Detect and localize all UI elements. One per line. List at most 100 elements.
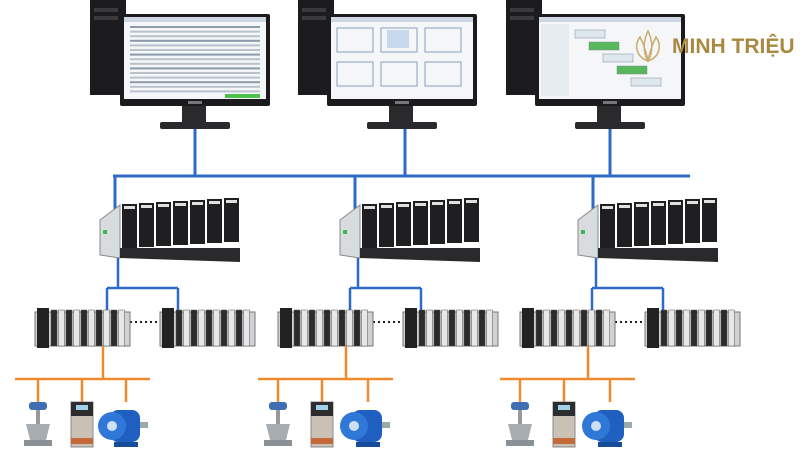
logic-block bbox=[574, 29, 606, 39]
motor-feet bbox=[114, 442, 138, 447]
process-block bbox=[380, 61, 418, 87]
controller-module bbox=[617, 203, 632, 247]
valve-flange bbox=[264, 440, 292, 446]
vfd-stripe bbox=[71, 438, 93, 444]
io-module-rack bbox=[159, 308, 256, 348]
io-terminal bbox=[243, 309, 250, 347]
fieldbus bbox=[500, 346, 635, 402]
controller-rack bbox=[339, 198, 480, 262]
io-terminal bbox=[228, 309, 235, 347]
io-terminal bbox=[580, 309, 588, 347]
screen-titlebar bbox=[124, 17, 266, 22]
brand-logo: MINH TRIỆU bbox=[628, 27, 795, 67]
controller-module bbox=[702, 198, 717, 242]
monitor-stand bbox=[182, 104, 206, 124]
io-terminal bbox=[471, 309, 478, 347]
table-row bbox=[130, 26, 260, 28]
module-label bbox=[175, 203, 186, 206]
drive-bay bbox=[510, 8, 534, 12]
motor-hub bbox=[107, 421, 117, 431]
variable-frequency-drive bbox=[70, 401, 94, 448]
controller-module bbox=[651, 201, 666, 245]
io-terminal bbox=[418, 309, 426, 347]
valve-flange bbox=[506, 440, 534, 446]
control-valve bbox=[24, 402, 52, 446]
status-led-icon bbox=[343, 230, 347, 234]
controller-module bbox=[430, 200, 445, 244]
io-terminal bbox=[293, 309, 301, 347]
io-terminal bbox=[80, 309, 88, 347]
lotus-logo-icon bbox=[635, 29, 661, 63]
module-label bbox=[209, 201, 220, 204]
io-network bbox=[348, 258, 423, 312]
drive-bay bbox=[94, 16, 118, 20]
fieldbus bbox=[258, 346, 393, 402]
vfd-stripe bbox=[553, 438, 575, 444]
io-terminal bbox=[683, 309, 690, 347]
io-terminal bbox=[220, 309, 228, 347]
drive-bay bbox=[302, 16, 326, 20]
io-terminal bbox=[301, 309, 308, 347]
io-terminal bbox=[361, 309, 368, 347]
io-terminal bbox=[50, 309, 58, 347]
io-network bbox=[590, 258, 665, 312]
variable-frequency-drive bbox=[552, 401, 576, 448]
io-head-module bbox=[162, 308, 174, 348]
controller-module bbox=[413, 201, 428, 245]
io-terminal bbox=[565, 309, 573, 347]
process-block bbox=[424, 61, 462, 87]
io-terminal bbox=[588, 309, 595, 347]
io-terminal bbox=[426, 309, 433, 347]
module-label bbox=[415, 203, 426, 206]
module-label bbox=[466, 200, 477, 203]
valve-actuator bbox=[269, 402, 287, 410]
monitor-base bbox=[160, 122, 230, 129]
table-row bbox=[130, 44, 260, 47]
io-terminal bbox=[308, 309, 316, 347]
io-module-rack bbox=[519, 308, 616, 348]
io-terminal bbox=[448, 309, 456, 347]
status-led-icon bbox=[103, 230, 107, 234]
controller-module bbox=[634, 202, 649, 246]
motor-shaft bbox=[382, 422, 390, 428]
io-terminal bbox=[88, 309, 95, 347]
controller-module bbox=[122, 204, 137, 248]
io-terminal bbox=[690, 309, 698, 347]
io-head-module bbox=[280, 308, 292, 348]
io-terminal bbox=[323, 309, 331, 347]
valve-actuator bbox=[29, 402, 47, 410]
operator-workstation bbox=[90, 0, 270, 129]
operator-workstation bbox=[506, 0, 685, 129]
io-head-module bbox=[405, 308, 417, 348]
valve-body bbox=[266, 424, 290, 440]
module-label bbox=[687, 201, 698, 204]
control-valve bbox=[264, 402, 292, 446]
io-module-rack bbox=[402, 308, 499, 348]
logic-block bbox=[616, 65, 648, 75]
table-row bbox=[130, 35, 260, 38]
io-terminal bbox=[235, 309, 243, 347]
module-label bbox=[141, 205, 152, 208]
io-terminal bbox=[478, 309, 486, 347]
module-label bbox=[226, 200, 237, 203]
controller-rack bbox=[577, 198, 718, 262]
io-terminal bbox=[486, 309, 493, 347]
table-row bbox=[130, 81, 260, 84]
brand-badge bbox=[395, 101, 409, 104]
electric-motor bbox=[582, 410, 632, 447]
screen-area bbox=[331, 17, 473, 99]
io-terminal bbox=[456, 309, 463, 347]
drive-bay bbox=[510, 16, 534, 20]
logo-text: MINH TRIỆU bbox=[672, 35, 795, 58]
controller-module bbox=[190, 200, 205, 244]
io-terminal bbox=[660, 309, 668, 347]
controller-module bbox=[447, 199, 462, 243]
table-row bbox=[130, 39, 260, 42]
module-label bbox=[124, 206, 135, 209]
logic-block bbox=[630, 77, 662, 87]
io-module-rack bbox=[277, 308, 374, 348]
motor-hub bbox=[591, 421, 601, 431]
rack-base bbox=[360, 248, 480, 262]
io-terminal bbox=[95, 309, 103, 347]
controller-module bbox=[600, 204, 615, 248]
